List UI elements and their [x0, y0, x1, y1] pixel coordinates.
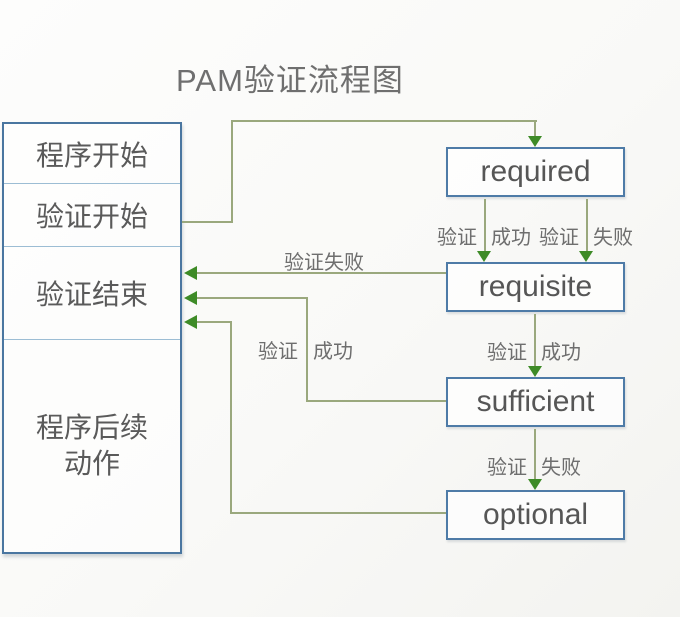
edge-label-fail: 失败 [541, 457, 581, 479]
edge-segment [307, 400, 446, 402]
edge-segment [231, 512, 446, 514]
edge-segment [197, 297, 307, 299]
diagram-title: PAM验证流程图 [176, 63, 404, 98]
edge-segment [231, 120, 537, 122]
edge-segment [534, 429, 536, 480]
edge-label-verify: 验证 [258, 341, 298, 363]
arrow-left-icon [184, 291, 197, 305]
arrow-down-icon [528, 479, 542, 490]
edge-segment [586, 199, 588, 252]
node-requisite: requisite [446, 262, 625, 312]
node-sufficient: sufficient [446, 377, 625, 427]
section-auth-start: 验证开始 [4, 183, 180, 246]
edge-label-verify: 验证 [437, 227, 477, 249]
edge-label-verify: 验证 [539, 227, 579, 249]
edge-segment [231, 120, 233, 223]
arrow-down-icon [528, 366, 542, 377]
arrow-left-icon [184, 315, 197, 329]
edge-label-fail: 失败 [593, 227, 633, 249]
edge-segment [484, 199, 486, 252]
edge-segment [230, 321, 232, 514]
edge-segment [534, 314, 536, 368]
node-optional-label: optional [482, 498, 589, 531]
section-program-followup-label: 程序后续动作 [35, 411, 148, 479]
edge-label-success: 成功 [491, 227, 531, 249]
edge-segment [197, 321, 231, 323]
edge-label-success: 成功 [313, 341, 353, 363]
arrow-down-icon [579, 251, 593, 262]
arrow-down-icon [477, 251, 491, 262]
edge-label-verify: 验证 [487, 457, 527, 479]
edge-segment [182, 221, 232, 223]
edge-label-success: 成功 [541, 342, 581, 364]
edge-segment [306, 297, 308, 402]
arrow-left-icon [184, 266, 197, 280]
edge-segment [534, 120, 536, 138]
node-requisite-label: requisite [478, 270, 593, 303]
edge-segment [197, 272, 446, 274]
node-required-label: required [480, 155, 591, 188]
node-sufficient-label: sufficient [476, 385, 595, 418]
section-program-followup: 程序后续动作 [4, 339, 180, 552]
section-program-start: 程序开始 [4, 124, 180, 183]
node-optional: optional [446, 490, 625, 540]
edge-label-verify-fail: 验证失败 [284, 252, 364, 274]
edge-label-verify: 验证 [487, 342, 527, 364]
section-auth-end: 验证结束 [4, 246, 180, 339]
section-auth-start-label: 验证开始 [35, 201, 148, 232]
arrow-down-icon [528, 136, 542, 147]
section-auth-end-label: 验证结束 [35, 279, 148, 310]
node-required: required [446, 147, 625, 197]
program-lifecycle-panel: 程序开始 验证开始 验证结束 程序后续动作 [2, 122, 182, 554]
section-program-start-label: 程序开始 [35, 139, 148, 171]
